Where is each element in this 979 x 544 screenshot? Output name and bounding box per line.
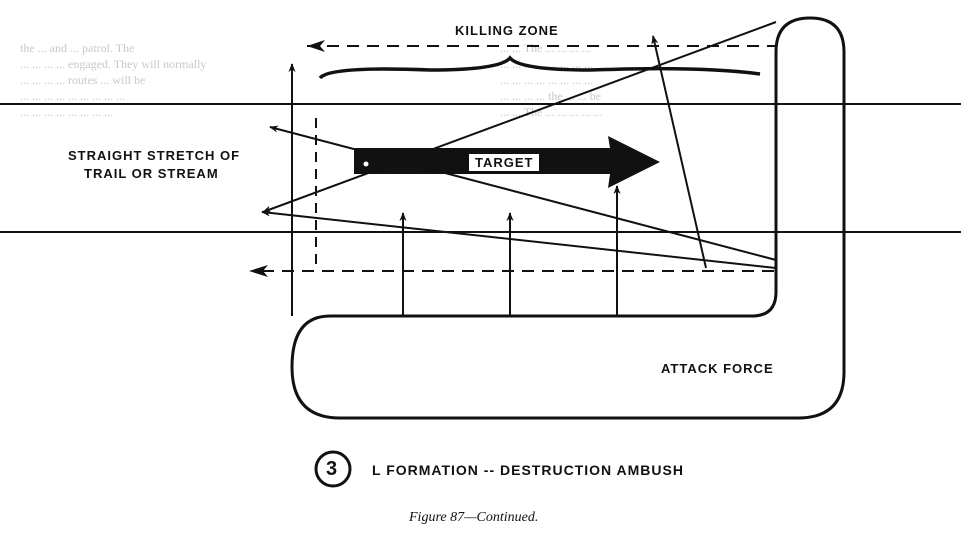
attack-force-label: ATTACK FORCE	[661, 361, 774, 376]
bleed-line: the ... and ... patrol. The	[20, 41, 135, 55]
killing-zone-label: KILLING ZONE	[455, 23, 559, 38]
bleed-line: ... ... ... ... ... ... ... ...	[500, 57, 593, 71]
fire-arrow-diag-4	[651, 35, 707, 269]
target-label: TARGET	[469, 154, 540, 171]
straight-stretch-label-line2: TRAIL OR STREAM	[84, 166, 219, 181]
bleed-line: ... ... ... ... ... ... ... ...	[20, 105, 113, 119]
arrowhead-top-left	[307, 40, 325, 52]
fire-arrow-diag-2	[269, 125, 777, 261]
figure-number: 3	[326, 458, 338, 480]
fire-arrow-diag-1	[261, 209, 777, 269]
bleed-text-right: ... ... The ... ... ... ... ... ... ... …	[500, 40, 602, 120]
killing-zone-brace	[318, 55, 761, 80]
formation-title: L FORMATION -- DESTRUCTION AMBUSH	[372, 462, 684, 478]
straight-stretch-label-line1: STRAIGHT STRETCH OF	[68, 148, 241, 163]
bleed-line: ... ... ... ... ... ... ... ...	[500, 73, 593, 87]
bleed-line: ... ... The ... ... ... ...	[500, 41, 591, 55]
fire-arrow-diag-3	[262, 21, 777, 213]
arrowhead-bottom-left	[249, 265, 268, 277]
bleed-line: ... ... ... ... engaged. They will norma…	[20, 57, 207, 71]
target-tail-dot	[363, 161, 369, 167]
figure-caption: Figure 87—Continued.	[409, 510, 539, 525]
bleed-line: ... ... ... ... the ... ... be	[500, 89, 601, 103]
figure-number-circle	[314, 450, 352, 488]
attack-force-outline	[290, 16, 846, 420]
bleed-line: ... ... ... ... ... ... ... ... ...	[20, 89, 125, 103]
bleed-text-left: the ... and ... patrol. The ... ... ... …	[20, 40, 206, 120]
bleed-line: ... ... ... ... routes ... will be	[20, 73, 146, 87]
